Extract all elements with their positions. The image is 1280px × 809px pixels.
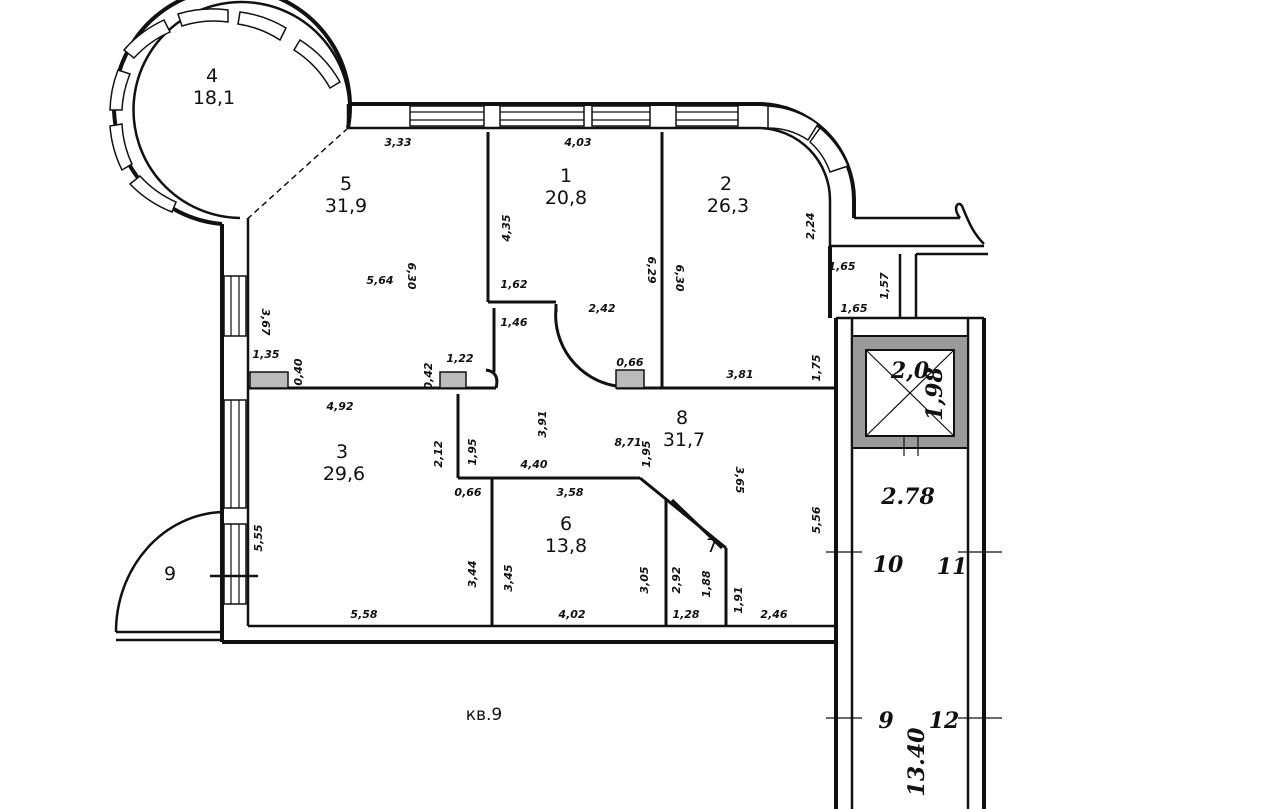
dim-label: 4,40 (519, 458, 547, 471)
dim-label: 1,35 (252, 348, 279, 361)
dim-label: 6,30 (405, 262, 418, 289)
dim-label: 3,44 (466, 560, 479, 587)
balcony-outline (114, 510, 223, 633)
corridor-length: 13.40 (904, 727, 930, 797)
apartment-label: кв.9 (466, 705, 503, 725)
room-8-number: 8 (676, 407, 688, 429)
dim-label: 4,35 (500, 214, 513, 242)
dim-label: 5,58 (350, 608, 377, 621)
dim-label: 3,67 (259, 308, 272, 335)
dim-label: 0,66 (454, 486, 481, 499)
break-line (954, 202, 985, 245)
dim-label: 1,46 (500, 316, 527, 329)
dim-label: 2,24 (804, 212, 817, 239)
room-9-number: 9 (164, 563, 176, 585)
floor-mark-9: 9 (878, 708, 893, 734)
dim-label: 5,56 (810, 506, 823, 533)
room-3-area: 29,6 (323, 463, 365, 485)
floor-mark-11: 11 (937, 554, 968, 580)
dim-label: 1,62 (500, 278, 527, 291)
dim-label: 1,28 (672, 608, 699, 621)
dim-label: 6,30 (673, 264, 686, 291)
dim-label: 1,22 (446, 352, 473, 365)
door-swing-arc (554, 307, 617, 388)
room-6-area: 13,8 (545, 535, 587, 557)
bay-dashed-boundary (243, 127, 349, 223)
dim-label: 1,95 (640, 440, 653, 467)
dim-label: 3,65 (733, 466, 746, 493)
room-8-area: 31,7 (663, 429, 705, 451)
corridor-labels: 2,0 1,98 2.78 10 11 9 12 13.40 (873, 358, 968, 796)
floor-mark-10: 10 (873, 552, 904, 578)
room-2-number: 2 (720, 173, 732, 195)
dim-label: 4,02 (557, 608, 585, 621)
small-door-arc (485, 368, 499, 389)
room-5-number: 5 (340, 173, 352, 195)
dim-label: 4,03 (563, 136, 591, 149)
dim-label: 1,65 (840, 302, 867, 315)
room-6-number: 6 (560, 513, 572, 535)
dim-label: 2,12 (432, 440, 445, 467)
dim-label: 3,91 (536, 410, 549, 437)
corridor (826, 316, 1002, 809)
dim-label: 0,42 (422, 362, 435, 389)
shaft-width: 2,0 (890, 358, 930, 384)
dim-label: 0,40 (292, 358, 305, 385)
room-4-area: 18,1 (193, 87, 235, 109)
top-right-curve-inner (759, 126, 832, 246)
room-5-area: 31,9 (325, 195, 367, 217)
room-4-number: 4 (206, 65, 218, 87)
dim-label: 1,75 (810, 354, 823, 381)
round-bay-windows (109, 8, 342, 213)
shaft-height: 1,98 (922, 367, 948, 421)
room-3-number: 3 (336, 441, 348, 463)
dim-label: 2,42 (588, 302, 615, 315)
dim-label: 3,05 (638, 566, 651, 593)
dim-label: 2,92 (670, 566, 683, 593)
floor-mark-12: 12 (929, 708, 960, 734)
dim-label: 5,64 (366, 274, 393, 287)
dim-label: 1,95 (466, 438, 479, 465)
dim-label: 4,92 (325, 400, 353, 413)
shaft (851, 335, 969, 456)
room-7-number: 7 (706, 535, 718, 557)
dim-label: 1,91 (732, 586, 745, 613)
dimension-labels: 3,33 4,03 4,35 6,29 6,30 2,24 1,65 1,57 … (252, 136, 891, 621)
partitions (243, 127, 834, 626)
dim-label: 3,33 (384, 136, 411, 149)
dim-label: 8,71 (614, 436, 641, 449)
room-1-area: 20,8 (545, 187, 587, 209)
dim-label: 3,58 (556, 486, 583, 499)
dim-label: 5,55 (252, 524, 265, 551)
dim-label: 0,66 (616, 356, 643, 369)
room-labels: 4 18,1 5 31,9 1 20,8 2 26,3 3 29,6 8 31,… (164, 65, 749, 585)
room-2-area: 26,3 (707, 195, 749, 217)
top-windows (409, 105, 739, 127)
left-windows (223, 275, 247, 605)
outer-walls (109, 0, 988, 644)
dim-label: 1,57 (878, 272, 891, 299)
dim-label: 1,65 (828, 260, 855, 273)
corridor-width: 2.78 (880, 484, 935, 510)
dim-label: 3,81 (726, 368, 753, 381)
dim-label: 6,29 (645, 256, 658, 283)
dim-label: 1,88 (700, 570, 713, 597)
room-1-number: 1 (560, 165, 572, 187)
dim-label: 3,45 (502, 564, 515, 591)
round-bay-inner-wall (132, 0, 351, 220)
curve-windows (767, 105, 849, 173)
dim-label: 2,46 (760, 608, 787, 621)
